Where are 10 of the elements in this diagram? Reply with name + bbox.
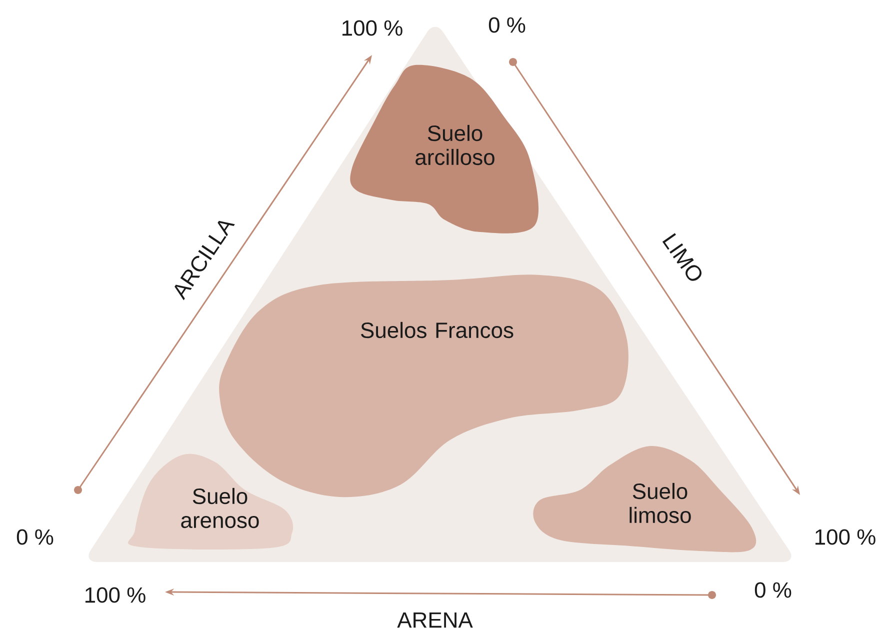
- soil-region: Suelo arcilloso: [350, 64, 539, 234]
- percent-label: 100 %: [816, 529, 876, 545]
- percent-label: 0 %: [488, 17, 526, 33]
- percent-label: 0 %: [16, 529, 54, 545]
- percent-label: 100 %: [86, 587, 146, 603]
- soil-region: Suelo arenoso: [128, 454, 294, 550]
- soil-region: Suelo limoso: [533, 446, 756, 552]
- axis-label: ARENA: [397, 612, 473, 628]
- percent-label: 0 %: [754, 582, 792, 598]
- percent-label: 100 %: [342, 20, 402, 36]
